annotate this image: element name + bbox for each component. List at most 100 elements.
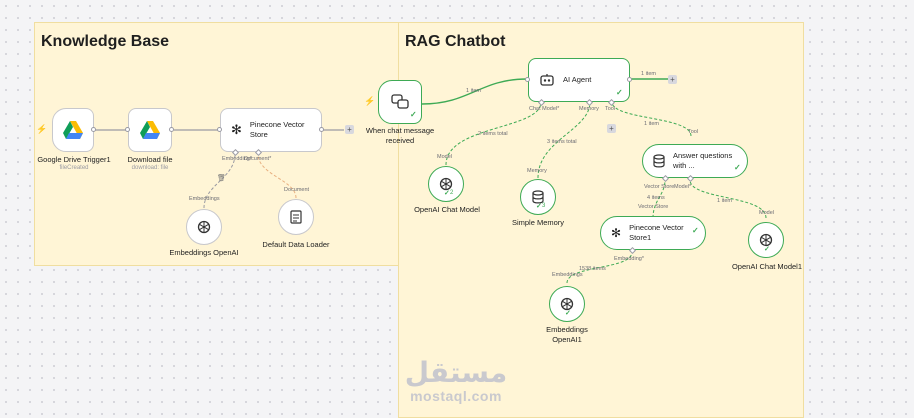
answer-questions-tool-node[interactable]: Answer questions with ... (642, 144, 748, 178)
edge-label-items: 1538 items (579, 266, 606, 272)
trash-icon[interactable]: 🗑 (217, 175, 226, 182)
node-label: OpenAI Chat Model1 (731, 262, 803, 271)
embeddings-openai-node[interactable] (186, 209, 222, 245)
node-subtitle: download: file (131, 165, 169, 171)
success-check-icon: ✓ (734, 163, 741, 172)
node-title: Pinecone Vector Store (249, 120, 305, 139)
sticky-title: Knowledge Base (41, 33, 170, 50)
edge-embeddings-pinecone (203, 153, 236, 209)
edge-label-items: 1 item (717, 198, 732, 204)
default-data-loader-node[interactable] (278, 199, 314, 235)
download-file-node[interactable] (128, 108, 172, 152)
handle-label-memory-in: Memory (527, 168, 547, 174)
embeddings-openai1-node[interactable]: ✓ (549, 286, 585, 322)
edge-model1-tool (689, 179, 767, 219)
success-check-icon: ✓ (764, 246, 770, 253)
chat-bubbles-icon (391, 94, 409, 109)
openai-chat-model1-node[interactable]: ✓ (748, 222, 784, 258)
input-handle[interactable] (217, 127, 222, 132)
database-icon (653, 154, 665, 168)
sticky-title: RAG Chatbot (405, 33, 506, 50)
openai-chat-model-node[interactable]: ✓ 2 (428, 166, 464, 202)
handle-label-model-in: Model (759, 210, 774, 216)
node-label: Embeddings OpenAI (169, 248, 239, 257)
chat-trigger-node[interactable] (378, 80, 422, 124)
edge-chat-agent (421, 78, 528, 105)
node-subtitle: fileCreated (59, 165, 89, 171)
openai-icon (197, 220, 211, 234)
handle-label-tool-in: Tool (688, 129, 699, 135)
node-title: AI Agent (563, 75, 592, 84)
edge-embeddings1-store1 (566, 251, 633, 284)
handle-label-embeddings-in: Embeddings (552, 272, 583, 278)
input-handle[interactable] (125, 127, 130, 132)
success-check-icon: ✓ (616, 88, 623, 97)
node-label: OpenAI Chat Model (414, 205, 480, 214)
node-label: Simple Memory (511, 218, 565, 227)
google-drive-icon (140, 121, 160, 139)
handle-label-document-in: Document (284, 187, 310, 193)
output-handle[interactable] (91, 127, 96, 132)
document-icon (290, 210, 302, 224)
openai-icon (439, 177, 453, 191)
handle-label-document: Document* (244, 156, 272, 162)
trigger-bolt-icon: ⚡ (36, 124, 48, 134)
add-node-button[interactable]: + (345, 125, 354, 134)
handle-label-model: Model (437, 154, 452, 160)
success-check-icon: ✓ (410, 110, 417, 119)
edge-label-items: 1 item (644, 121, 659, 127)
edge-loader-pinecone (257, 153, 297, 199)
handle-label-model: Model* (674, 184, 692, 190)
google-drive-trigger-node[interactable] (52, 108, 94, 152)
pinecone-vector-store1-node[interactable]: ✻ Pinecone Vector Store1 (600, 216, 706, 250)
success-check-icon: ✓ (692, 226, 699, 235)
success-check-icon: ✓ (536, 203, 542, 210)
edge-label-items: 4 items (647, 195, 665, 201)
add-node-button[interactable]: + (668, 75, 677, 84)
edge-label-items: 2 items total (478, 131, 508, 137)
edge-store1-tool (652, 179, 666, 219)
node-label: Default Data Loader (262, 240, 330, 249)
output-handle[interactable] (169, 127, 174, 132)
robot-icon (540, 74, 554, 86)
pinecone-icon: ✻ (231, 122, 242, 137)
node-label: Embeddings OpenAI1 (546, 325, 588, 344)
pinecone-vector-store-node[interactable]: ✻ Pinecone Vector Store (220, 108, 322, 152)
edge-model-agent (445, 101, 542, 166)
add-tool-button[interactable]: + (607, 124, 616, 133)
output-handle[interactable] (319, 127, 324, 132)
simple-memory-node[interactable]: ✓ 3 (520, 179, 556, 215)
edge-label-items: 1 item (641, 71, 656, 77)
edge-label-items: 1 item (466, 88, 481, 94)
success-check-icon: ✓ (565, 310, 571, 317)
handle-label-embedding: Embedding* (222, 156, 252, 162)
node-label: When chat message received (365, 126, 435, 145)
edge-memory-agent (537, 101, 591, 179)
pinecone-icon: ✻ (611, 226, 622, 240)
node-title: Pinecone Vector Store1 (629, 223, 684, 242)
edge-label-items: 3 items total (547, 139, 577, 145)
handle-label-embedding: Embedding* (614, 256, 644, 262)
watermark: مستقل mostaql.com (400, 356, 512, 405)
output-handle[interactable] (627, 77, 632, 82)
handle-label-vector-store: Vector Store (644, 184, 675, 190)
input-handle[interactable] (525, 77, 530, 82)
openai-icon (560, 297, 574, 311)
run-count-badge: 2 (450, 190, 454, 196)
database-icon (532, 190, 544, 204)
success-check-icon: ✓ (444, 190, 450, 197)
watermark-logo: مستقل (404, 356, 508, 389)
handle-label-chat-model: Chat Model* (529, 106, 560, 112)
handle-label-memory: Memory (579, 106, 599, 112)
run-count-badge: 3 (542, 203, 546, 209)
watermark-url: mostaql.com (410, 388, 502, 404)
handle-label-vector-store-in: Vector Store (638, 204, 669, 210)
ai-agent-node[interactable]: AI Agent (528, 58, 630, 102)
node-title: Answer questions with ... (673, 151, 733, 170)
handle-label-embeddings: Embeddings (189, 196, 220, 202)
openai-icon (759, 233, 773, 247)
node-label: Google Drive Trigger1 (37, 155, 111, 164)
node-label: Download file (127, 155, 173, 164)
handle-label-tool: Tool (605, 106, 616, 112)
edge-tool-agent (611, 101, 692, 137)
